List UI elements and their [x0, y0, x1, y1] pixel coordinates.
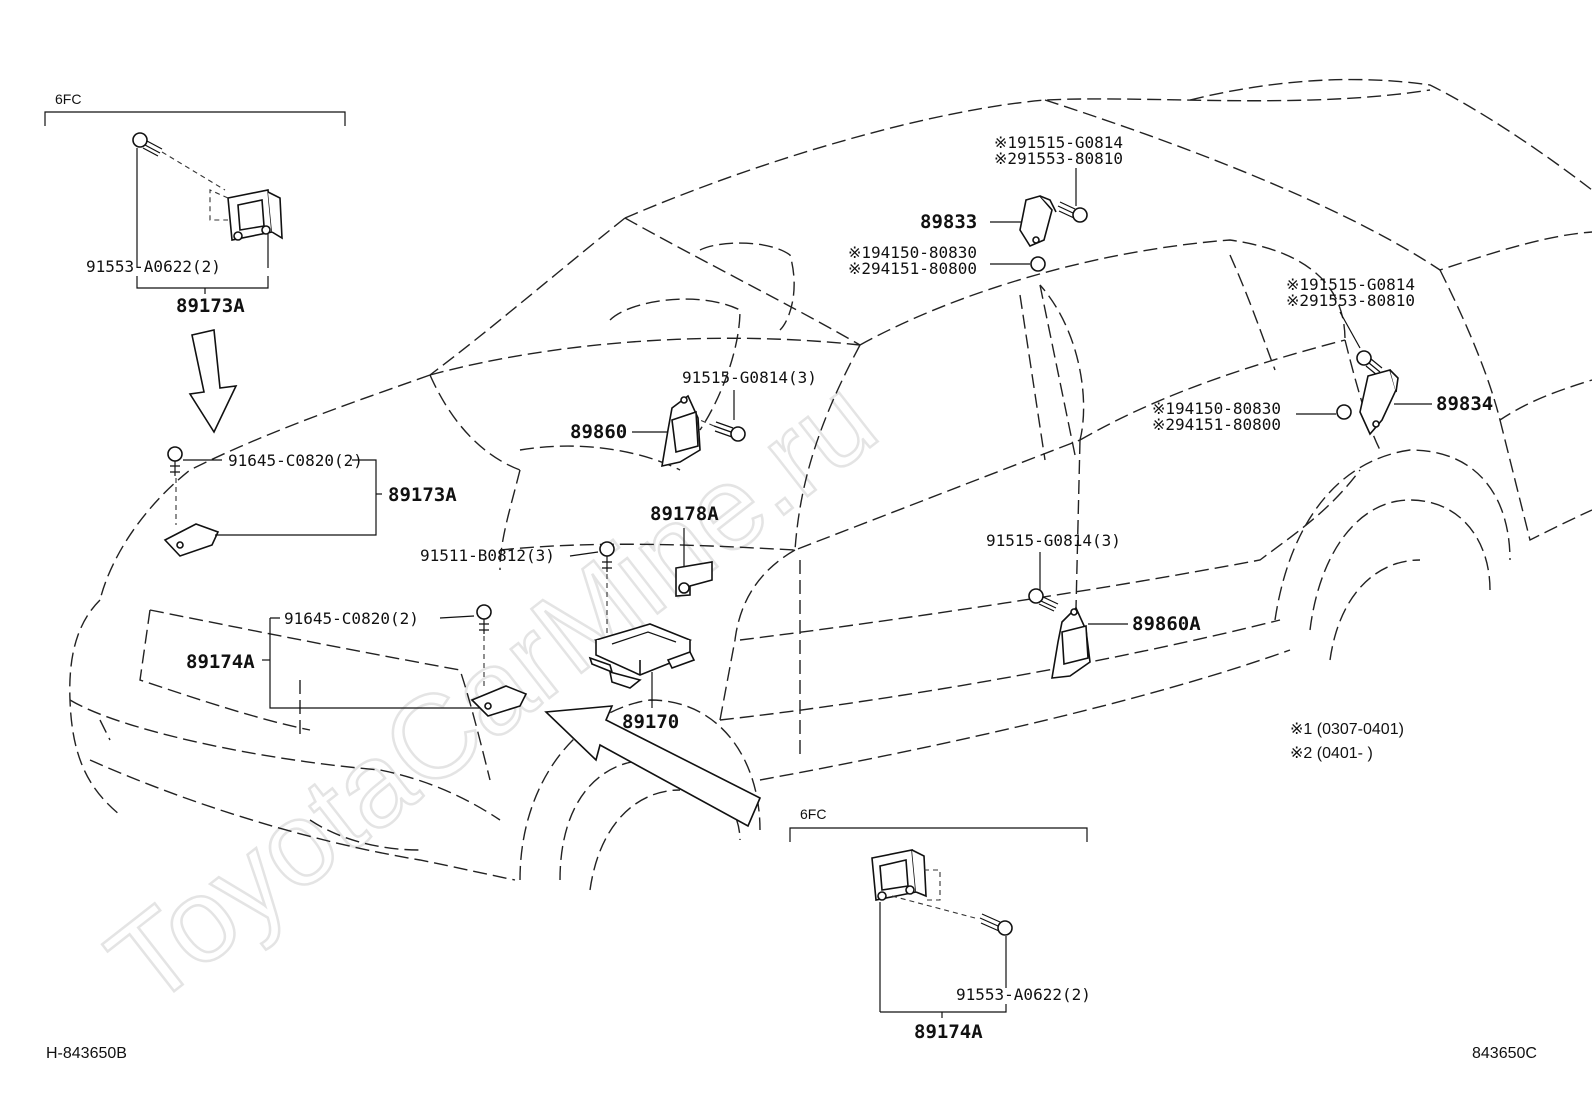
sensor-89860A-icon — [1051, 606, 1091, 679]
frame-code-top: 6FC — [55, 91, 81, 107]
label-89833-n1: ※194150-80830 — [848, 243, 977, 262]
label-91645-a: 91645-C0820(2) — [228, 451, 363, 470]
car-outline — [69, 78, 1592, 891]
sensor-89860-icon — [661, 394, 701, 468]
label-89833: 89833 — [920, 211, 977, 233]
sensor-89834-group: ※191515-G0814 ※291553-80810 89834 ※19415… — [1152, 275, 1493, 436]
label-89173A-top: 89173A — [176, 295, 245, 317]
legend: ※1 (0307-0401) ※2 (0401- ) — [1290, 721, 1404, 762]
label-91645-b: 91645-C0820(2) — [284, 609, 419, 628]
label-89178A: 89178A — [650, 503, 719, 525]
label-91515-a: 91515-G0814(3) — [682, 368, 817, 387]
label-89834-n2: ※294151-80800 — [1152, 415, 1281, 434]
inset-bottom: 6FC 91553-A0622(2) 89174A — [789, 806, 1091, 1043]
label-91511: 91511-B0812(3) — [420, 546, 555, 565]
sensor-89174A-icon — [871, 849, 927, 901]
arrow-up-left-icon — [544, 705, 762, 828]
label-89174A-bot: 89174A — [914, 1021, 983, 1043]
label-89174A-mid: 89174A — [186, 651, 255, 673]
label-89834: 89834 — [1436, 393, 1493, 415]
label-89173A-mid: 89173A — [388, 484, 457, 506]
sensor-89178A-icon — [675, 561, 713, 597]
label-89170: 89170 — [622, 711, 679, 733]
sensor-89860-group: 91515-G0814(3) 89860 — [570, 368, 817, 468]
label-89833-n2: ※294151-80800 — [848, 259, 977, 278]
label-89860: 89860 — [570, 421, 627, 443]
label-91553-bot: 91553-A0622(2) — [956, 985, 1091, 1004]
label-91553-top: 91553-A0622(2) — [86, 257, 221, 276]
bolt-icon — [713, 421, 746, 442]
airbag-ecu-icon — [588, 623, 696, 689]
sensor-89834-icon — [1359, 369, 1399, 436]
bolt-icon — [1028, 588, 1059, 612]
legend-note-1: ※1 (0307-0401) — [1290, 721, 1404, 738]
sensor-89860A-group: 91515-G0814(3) 89860A — [986, 531, 1201, 679]
bolt-icon — [167, 446, 183, 476]
bolt-icon — [476, 604, 492, 634]
bolt-icon — [979, 913, 1013, 936]
label-89833-b2: ※291553-80810 — [994, 149, 1123, 168]
label-89833-b1: ※191515-G0814 — [994, 133, 1123, 152]
label-89834-b1: ※191515-G0814 — [1286, 275, 1415, 294]
label-91515-b: 91515-G0814(3) — [986, 531, 1121, 550]
nut-icon — [1030, 256, 1046, 272]
ref-code-left: H-843650B — [46, 1045, 127, 1062]
arrow-down-icon — [188, 329, 238, 434]
sensor-89178A-group: 89178A — [650, 503, 719, 597]
bolt-icon — [132, 132, 163, 157]
label-89834-b2: ※291553-80810 — [1286, 291, 1415, 310]
sensor-89173A-icon — [227, 189, 283, 241]
frame-code-bottom: 6FC — [800, 806, 826, 822]
sensor-89174A-group: 91645-C0820(2) 89174A — [186, 604, 528, 717]
sensor-89173A-group: 91645-C0820(2) 89173A — [163, 446, 457, 557]
sensor-89833-group: ※191515-G0814 ※291553-80810 89833 ※19415… — [848, 133, 1123, 278]
label-89834-n1: ※194150-80830 — [1152, 399, 1281, 418]
ecu-89170-group: 91511-B0812(3) 89170 — [420, 541, 762, 828]
bolt-icon — [599, 541, 615, 572]
label-89860A: 89860A — [1132, 613, 1201, 635]
hood-sensor-icon — [163, 523, 220, 557]
sensor-89833-icon — [1019, 195, 1057, 248]
bolt-icon — [1057, 201, 1088, 223]
ref-code-right: 843650C — [1472, 1045, 1537, 1062]
nut-icon — [1336, 404, 1352, 420]
legend-note-2: ※2 (0401- ) — [1290, 745, 1373, 762]
inset-top-left: 6FC 91553-A0622(2) 89173A — [44, 91, 346, 434]
bolt-icon — [1356, 350, 1383, 376]
